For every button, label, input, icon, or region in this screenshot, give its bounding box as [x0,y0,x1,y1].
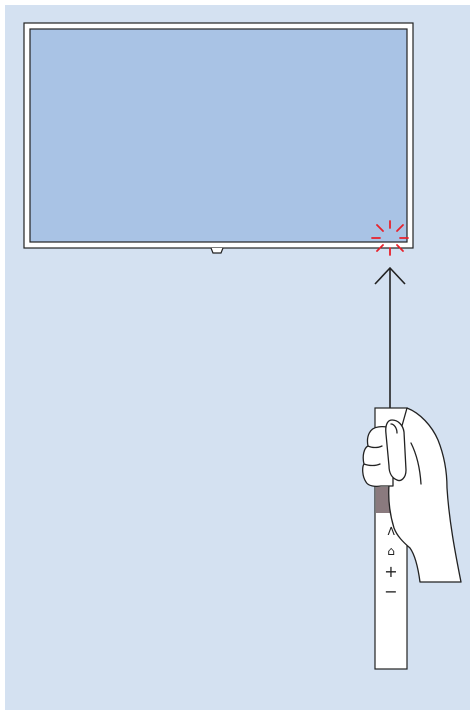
remote-plus-button[interactable]: + [384,562,397,581]
tv-icon [24,23,413,253]
tv-stand-nub [211,248,223,253]
tv-screen [30,29,407,242]
remote-minus-button[interactable]: − [384,582,397,601]
remote-home-button[interactable]: ⌂ [387,544,395,558]
